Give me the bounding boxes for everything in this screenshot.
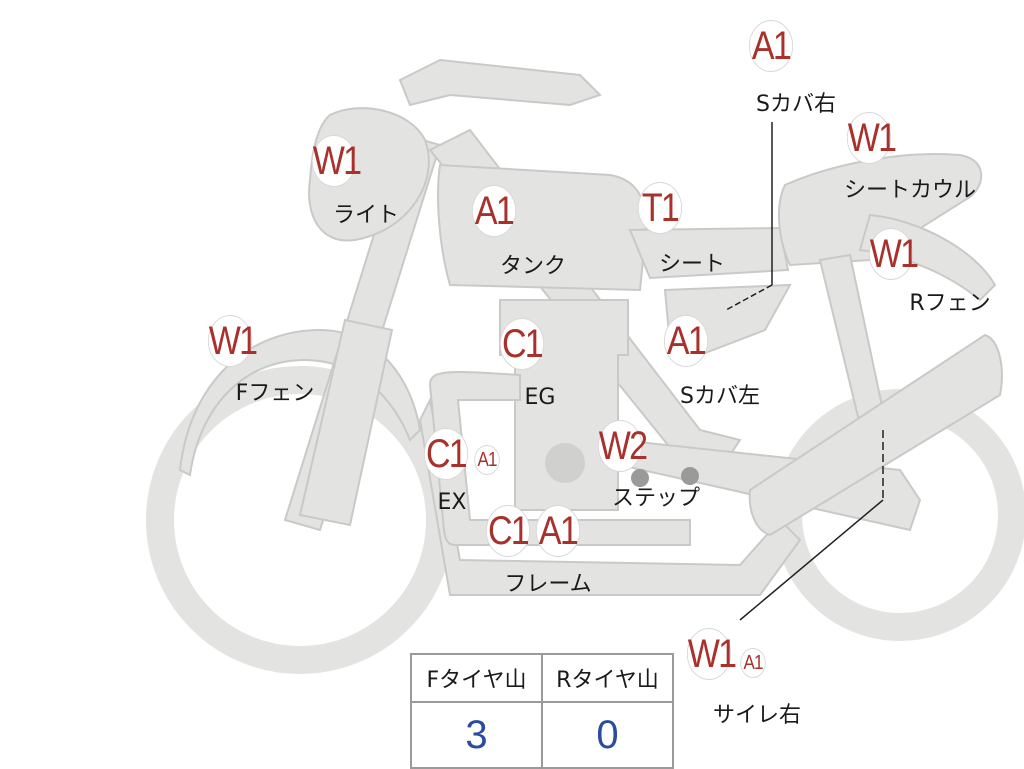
silencer-right-code2-badge: A1: [740, 648, 766, 678]
tank-code-badge: A1: [471, 185, 517, 237]
tire-tread-table: Fタイヤ山 Rタイヤ山 3 0: [410, 653, 674, 769]
exhaust-code-badge: C1: [423, 428, 469, 480]
silencer-right-code-badge: W1: [686, 628, 737, 680]
exhaust-shape: [428, 371, 691, 546]
seat-code-badge: T1: [637, 182, 683, 234]
s-cover-left-label: Sカバ左: [680, 384, 760, 409]
s-cover-right-code-badge: A1: [748, 20, 794, 72]
light-label: ライト: [332, 203, 400, 228]
r-fender-label: Rフェン: [909, 291, 991, 316]
frame-lower-shape: [418, 396, 802, 596]
seat-cowl-label: シートカウル: [843, 178, 977, 203]
frame-code2-badge: A1: [535, 505, 581, 557]
front-tire-tread-value: 3: [410, 701, 543, 769]
step-peg-1: [631, 469, 649, 487]
fork-guard-shape: [298, 318, 394, 527]
rear-tire-tread-value: 0: [541, 701, 674, 769]
step-code-badge: W2: [597, 420, 648, 472]
exhaust-label: EX: [437, 490, 467, 515]
front-tire-tread-header: Fタイヤ山: [410, 653, 543, 703]
f-fender-label: Fフェン: [235, 381, 315, 406]
s-cover-left-code-badge: A1: [663, 315, 709, 367]
muffler-shape: [748, 333, 1003, 537]
handlebar-shape: [398, 58, 602, 107]
silencer-right-label: サイレ右: [712, 703, 802, 728]
tank-label: タンク: [499, 254, 567, 279]
engine-cover: [545, 443, 585, 483]
engine-label: EG: [524, 385, 556, 410]
seat-cowl-code-badge: W1: [846, 112, 897, 164]
seat-label: シート: [658, 252, 726, 277]
exhaust-code2-badge: A1: [474, 445, 500, 475]
frame-label: フレーム: [504, 572, 592, 597]
f-fender-code-badge: W1: [207, 315, 258, 367]
seat-cowl-shape: [777, 153, 983, 267]
frame-code-badge: C1: [485, 505, 531, 557]
step-peg-2: [681, 467, 699, 485]
r-fender-code-badge: W1: [868, 228, 919, 280]
seat-shape: [628, 226, 790, 280]
step-label: ステップ: [611, 486, 701, 511]
engine-code-badge: C1: [499, 318, 545, 370]
rear-tire-tread-header: Rタイヤ山: [541, 653, 674, 703]
leader-silencer-right-2: [739, 499, 884, 621]
light-code-badge: W1: [311, 135, 362, 187]
s-cover-right-label: Sカバ右: [756, 92, 836, 117]
